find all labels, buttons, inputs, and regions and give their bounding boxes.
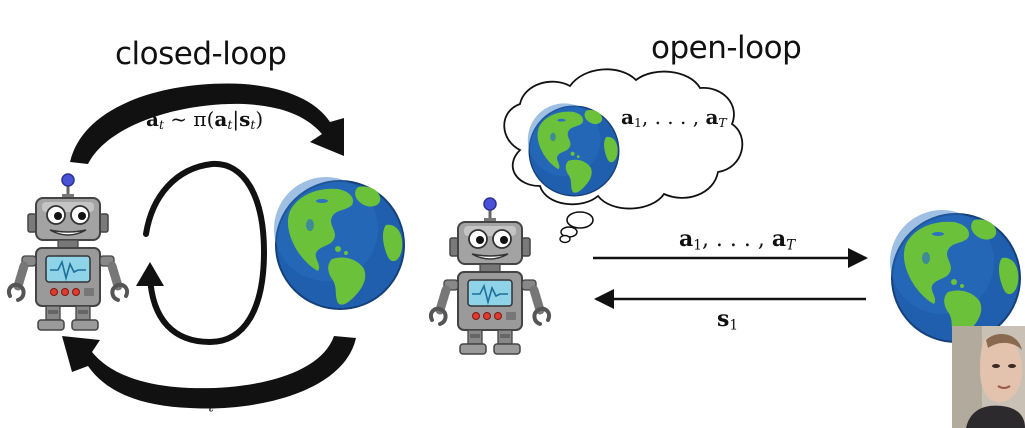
presenter-webcam-inset [952,326,1025,428]
closed-loop-cycle-arrow [143,160,268,346]
presenter-silhouette [952,326,1025,428]
open-loop-state-label: s1 [717,306,739,334]
closed-loop-state-arrow [62,336,356,409]
open-loop-earth [889,209,1021,343]
open-loop-thought-label: a1, . . . , aT [621,105,727,131]
closed-loop-state-label: st [196,388,214,416]
closed-loop-action-arrow [70,83,344,164]
thought-bubble-large [566,211,594,229]
open-loop-action-label: a1, . . . , aT [679,226,796,254]
open-loop-title: open-loop [651,30,802,66]
closed-loop-action-label: at ~ π(at|st) [146,107,264,133]
closed-loop-robot [9,174,127,330]
open-loop-robot [431,198,549,354]
closed-loop-title: closed-loop [115,36,287,72]
closed-loop-earth [273,176,405,310]
thought-bubble-small [559,234,571,244]
closed-loop-cycle-arrowhead [136,262,164,286]
